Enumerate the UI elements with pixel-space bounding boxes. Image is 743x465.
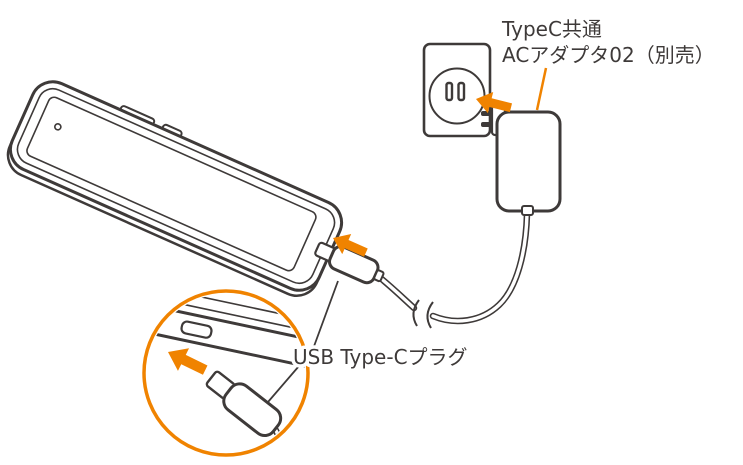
wall-outlet-illustration [422, 42, 492, 138]
zoom-usb-port [180, 320, 213, 339]
cable-segment-b [429, 210, 531, 325]
usb-type-c-plug [314, 241, 385, 285]
usb-label-leader-lines [267, 280, 339, 403]
adapter-body [495, 110, 562, 213]
zoom-plug-body [222, 382, 283, 438]
front-camera-icon [54, 123, 62, 131]
magnified-view [142, 289, 310, 457]
cable-break-mark [412, 299, 434, 329]
outlet-plate [422, 42, 492, 138]
adapter-label-line2: ACアダプタ02（別売） [502, 43, 715, 67]
plug-strain-relief [373, 269, 385, 283]
usb-cable [374, 210, 531, 329]
smartphone-illustration [6, 80, 344, 297]
phone-body [8, 80, 344, 292]
adapter-label-line1: TypeC共通 [501, 17, 602, 41]
adapter-cable-boot [521, 205, 534, 216]
ac-adapter-illustration [481, 103, 562, 216]
outlet-slot-left [445, 81, 454, 102]
phone-screen [26, 96, 317, 272]
usb-plug-label: USB Type-Cプラグ [293, 345, 468, 369]
adapter-leader-line [535, 67, 548, 111]
outlet-slot-right [457, 81, 466, 102]
magnifier-circle [142, 289, 310, 457]
